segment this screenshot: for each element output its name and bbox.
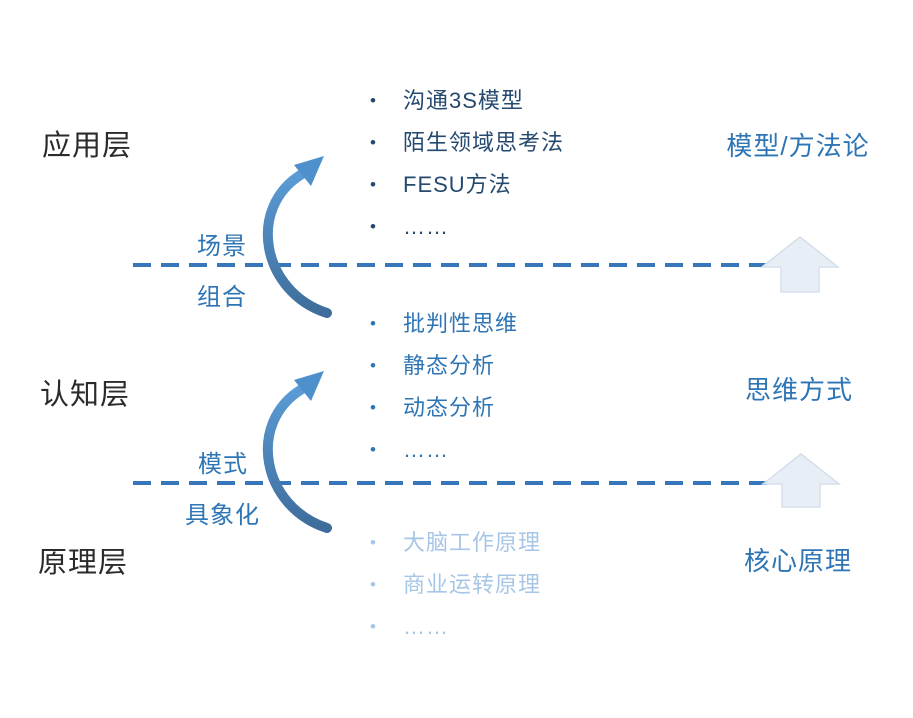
list-item: •批判性思维 xyxy=(370,311,519,336)
bullet-icon: • xyxy=(370,617,376,636)
layer-label-principle: 原理层 xyxy=(38,547,129,579)
transition-1-above-label: 场景 xyxy=(197,233,247,260)
cognition-items-list: •批判性思维 •静态分析 •动态分析 •…… xyxy=(370,312,518,461)
dashed-divider-2 xyxy=(133,481,776,485)
list-item: •大脑工作原理 xyxy=(370,530,542,555)
layer-label-cognition: 认知层 xyxy=(40,379,131,411)
list-item: •…… xyxy=(370,614,449,639)
bullet-icon: • xyxy=(370,575,376,594)
bullet-icon: • xyxy=(370,91,376,110)
list-item: •静态分析 xyxy=(370,353,496,378)
application-items-list: •沟通3S模型 •陌生领域思考法 •FESU方法 •…… xyxy=(370,89,564,238)
category-label-core: 核心原理 xyxy=(743,546,853,576)
up-arrow-icon xyxy=(759,236,841,293)
curved-arrow-icon xyxy=(262,156,332,318)
list-item: •…… xyxy=(370,214,449,239)
list-item: •商业运转原理 xyxy=(370,572,542,597)
bullet-icon: • xyxy=(370,175,376,194)
category-label-models: 模型/方法论 xyxy=(726,131,870,161)
list-item: •陌生领域思考法 xyxy=(370,130,565,155)
bullet-icon: • xyxy=(370,440,376,459)
layer-label-application: 应用层 xyxy=(42,130,133,162)
bullet-icon: • xyxy=(370,398,376,417)
transition-1-below-label: 组合 xyxy=(197,284,247,311)
bullet-icon: • xyxy=(370,356,376,375)
bullet-icon: • xyxy=(370,217,376,236)
dashed-divider-1 xyxy=(133,263,776,267)
bullet-icon: • xyxy=(370,533,376,552)
bullet-icon: • xyxy=(370,133,376,152)
list-item: •沟通3S模型 xyxy=(370,88,524,113)
transition-2-above-label: 模式 xyxy=(198,451,248,478)
category-label-thinking: 思维方式 xyxy=(744,375,854,405)
bullet-icon: • xyxy=(370,314,376,333)
principle-items-list: •大脑工作原理 •商业运转原理 •…… xyxy=(370,531,541,638)
transition-2-below-label: 具象化 xyxy=(185,502,260,529)
up-arrow-icon xyxy=(760,453,842,508)
list-item: •FESU方法 xyxy=(370,172,512,197)
list-item: •…… xyxy=(370,437,449,462)
list-item: •动态分析 xyxy=(370,395,496,420)
curved-arrow-icon xyxy=(268,371,327,528)
